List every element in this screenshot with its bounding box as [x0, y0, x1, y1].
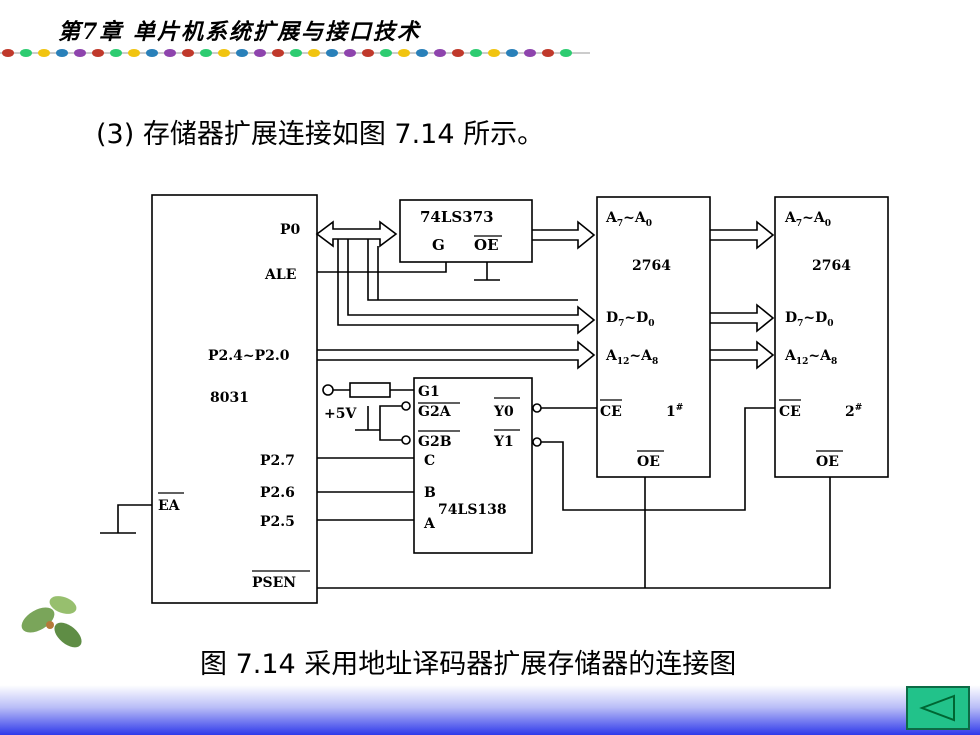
rom1-name: 2764 [632, 258, 671, 274]
slide-subtitle: (3) 存储器扩展连接如图 7.14 所示。 [96, 119, 545, 150]
latch-pin-g: G [432, 236, 445, 254]
svg-text:A12~A8: A12~A8 [784, 348, 837, 367]
latch-pin-oe: OE [474, 236, 499, 254]
cpu-pin-psen: PSEN [252, 575, 296, 591]
decorative-leaf-icon [21, 596, 82, 648]
decorative-dot [38, 49, 50, 57]
cpu-pin-p26: P2.6 [260, 485, 295, 501]
decorative-dot [524, 49, 536, 57]
rom2-pin-oe: OE [816, 454, 839, 470]
decorative-dot [182, 49, 194, 57]
decoder-74ls138-chip [413, 377, 533, 554]
cpu-pin-ea: EA [158, 498, 181, 514]
decoder-pin-a: A [423, 516, 436, 532]
decorative-dot [362, 49, 374, 57]
svg-text:A12~A8: A12~A8 [605, 348, 658, 367]
decorative-dot [542, 49, 554, 57]
previous-slide-button[interactable] [906, 686, 970, 730]
cpu-pin-p27: P2.7 [260, 453, 295, 469]
decoder-pin-y1: Y1 [493, 434, 514, 450]
decorative-dot [218, 49, 230, 57]
cpu-8031-chip [151, 194, 318, 604]
cpu-name: 8031 [210, 390, 249, 406]
svg-text:2#: 2# [845, 403, 862, 420]
svg-text:D7~D0: D7~D0 [606, 310, 655, 329]
rom2-name: 2764 [812, 258, 851, 274]
decorative-dot [128, 49, 140, 57]
decorative-dot [488, 49, 500, 57]
decorative-dot [470, 49, 482, 57]
triangle-left-icon [919, 694, 955, 722]
decorative-dot [2, 49, 14, 57]
decoder-pin-g2b: G2B [418, 434, 452, 450]
rom1-pin-oe: OE [637, 454, 660, 470]
rom1-pin-ce: CE [600, 404, 622, 420]
decorative-dot [506, 49, 518, 57]
svg-text:1#: 1# [666, 403, 683, 420]
cpu-pin-p2-range: P2.4~P2.0 [208, 348, 290, 364]
decorative-dot [452, 49, 464, 57]
decorative-dot [20, 49, 32, 57]
cpu-pin-ale: ALE [264, 267, 296, 283]
decorative-dot [110, 49, 122, 57]
cpu-pin-p25: P2.5 [260, 514, 295, 530]
rom1-2764-chip [596, 196, 711, 478]
cpu-pin-p0: P0 [280, 222, 301, 238]
rom2-2764-chip [774, 196, 889, 478]
rom2-labels: A7~A0 2764 D7~D0 A12~A8 CE 2# OE [779, 210, 862, 470]
decoder-pin-c: C [424, 453, 435, 469]
decoder-pin-b: B [424, 485, 436, 501]
decorative-dot [560, 49, 572, 57]
svg-text:D7~D0: D7~D0 [785, 310, 834, 329]
decorative-dot [308, 49, 320, 57]
memory-expansion-circuit-diagram: P0 ALE P2.4~P2.0 8031 P2.7 P2.6 P2.5 EA … [100, 194, 889, 604]
decorative-dot [344, 49, 356, 57]
figure-caption: 图 7.14 采用地址译码器扩展存储器的连接图 [200, 649, 737, 680]
decoder-name: 74LS138 [438, 502, 507, 518]
decorative-dot [164, 49, 176, 57]
latch-name: 74LS373 [420, 208, 494, 226]
rom2-pin-ce: CE [779, 404, 801, 420]
footer-gradient-bar [0, 685, 980, 735]
decoder-pin-y0: Y0 [493, 404, 514, 420]
svg-text:A7~A0: A7~A0 [784, 210, 831, 229]
svg-text:A7~A0: A7~A0 [605, 210, 652, 229]
decorative-dot [236, 49, 248, 57]
decorative-dot [326, 49, 338, 57]
decorative-dot [92, 49, 104, 57]
decoder-vcc: +5V [324, 406, 357, 422]
decoder-pin-g2a: G2A [418, 404, 452, 420]
chapter-title: 第7章 单片机系统扩展与接口技术 [58, 19, 421, 45]
decorative-dot-line [0, 49, 590, 57]
decorative-dot [434, 49, 446, 57]
decoder-pin-g1: G1 [418, 384, 440, 400]
decorative-dot [398, 49, 410, 57]
decorative-dot [380, 49, 392, 57]
rom1-labels: A7~A0 2764 D7~D0 A12~A8 CE 1# OE [600, 210, 683, 470]
decorative-dot [290, 49, 302, 57]
decorative-dot [74, 49, 86, 57]
decorative-dot [146, 49, 158, 57]
decorative-dot [254, 49, 266, 57]
decorative-dot [200, 49, 212, 57]
decorative-dot [56, 49, 68, 57]
decorative-dot [416, 49, 428, 57]
latch-74ls373-chip [399, 199, 533, 263]
decorative-dot [272, 49, 284, 57]
